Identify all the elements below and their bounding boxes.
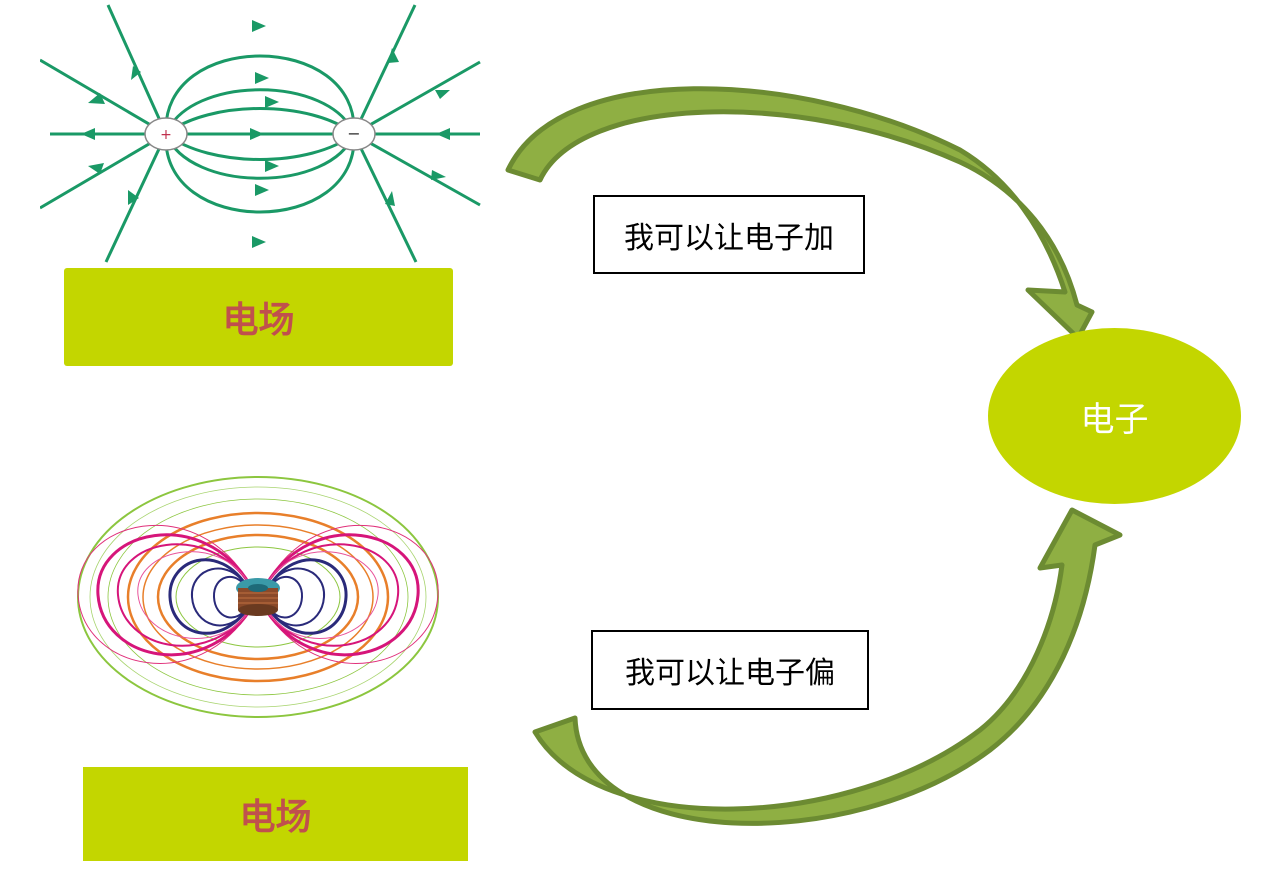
negative-charge: −	[347, 124, 360, 143]
magnetic-field-figure	[77, 476, 439, 718]
accelerate-textbox: 我可以让电子加	[593, 195, 865, 274]
bottom-curved-arrow	[532, 507, 1123, 826]
electric-field-figure: + −	[40, 4, 481, 263]
deflect-textbox: 我可以让电子偏	[591, 630, 869, 710]
electric-field-label-top: 电场	[64, 268, 453, 366]
field-label-bottom: 电场	[83, 767, 468, 861]
top-curved-arrow	[505, 86, 1095, 341]
electron-ellipse: 电子	[988, 328, 1241, 504]
positive-charge: +	[160, 127, 172, 143]
